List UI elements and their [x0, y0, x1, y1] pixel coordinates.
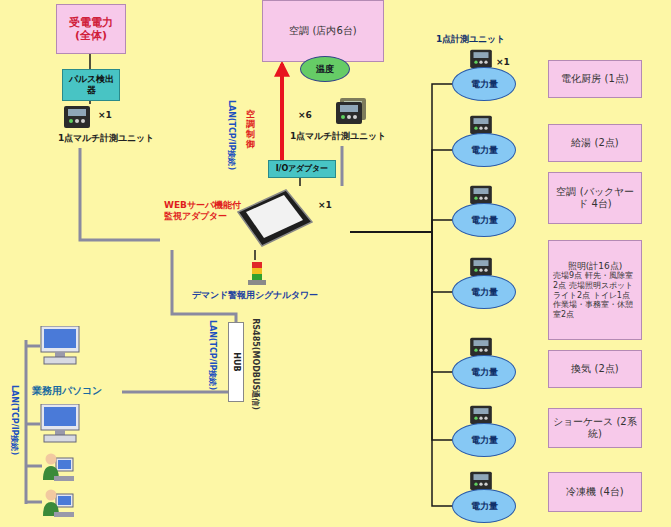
- node-text: 空調 (店内6台): [289, 25, 356, 37]
- node-text: 冷凍機 (4台): [566, 486, 623, 498]
- vertical-label: 空調制御: [246, 110, 255, 150]
- load-box: 空調 (バックヤード 4台): [548, 172, 642, 224]
- power-meter-circle: 電力量: [452, 203, 516, 237]
- connector-line: [350, 232, 452, 506]
- node-text: 電力量: [471, 215, 498, 226]
- connector-line: [350, 232, 452, 292]
- connector-line: [350, 84, 452, 232]
- load-box: 冷凍機 (4台): [548, 472, 642, 512]
- rotated-label: LAN(TCP/IP接続): [207, 320, 217, 390]
- meter-unit: ×6 1点マルチ計測ユニット: [290, 100, 425, 146]
- node-text: 電力量: [471, 367, 498, 378]
- node-text: ×1: [98, 110, 112, 121]
- rotated-label: RS485(MODBUS通信): [250, 318, 260, 410]
- connector-line: [341, 146, 344, 186]
- node-text: ×6: [298, 110, 312, 121]
- load-box: 照明(計16点)売場9点 軒先・風除室2点 売場照明スポットライト2点 トイレ1…: [548, 240, 642, 340]
- node-text: 電力量: [471, 287, 498, 298]
- node-text: 電力量: [471, 435, 498, 446]
- connector-line: [350, 232, 452, 440]
- connector-line: [299, 178, 301, 186]
- meter-unit: ×1 1点マルチ計測ユニット: [58, 104, 216, 148]
- node-text: ショーケース (2系統): [553, 416, 637, 440]
- temperature-ellipse: 温度: [300, 56, 350, 82]
- node-text: パルス検出器: [67, 74, 115, 96]
- pc-group: 業務用パソコン: [30, 384, 122, 400]
- node-text: 空調 (バックヤード 4台): [553, 186, 637, 210]
- power-meter-circle: 電力量: [452, 355, 516, 389]
- power-meter-circle: 電力量: [452, 67, 516, 101]
- signal-tower: デマンド警報用シグナルタワー: [190, 260, 320, 304]
- connector-line: [350, 150, 452, 232]
- node-text: 業務用パソコン: [32, 385, 102, 397]
- node-text: 温度: [316, 64, 334, 75]
- aircon-box: 空調 (店内6台): [262, 0, 384, 62]
- node-text: WEBサーバ機能付 監視アダプター: [164, 200, 244, 222]
- node-text: 電力量: [471, 145, 498, 156]
- text-label: 1点計測ユニット: [436, 34, 505, 45]
- power-box: 受電電力 (全体): [56, 4, 126, 54]
- connector-line: [89, 54, 91, 69]
- node-text: 照明(計16点): [568, 261, 622, 272]
- connector-line: [254, 250, 256, 260]
- hub-box: HUB: [228, 322, 244, 402]
- pulse-detector-box: パルス検出器: [62, 69, 120, 101]
- node-text: 電力量: [471, 501, 498, 512]
- power-meter-circle: 電力量: [452, 423, 516, 457]
- connector-line: [350, 220, 452, 232]
- connector-line: [172, 250, 236, 322]
- node-text: ×1: [318, 200, 332, 211]
- connector-line: [350, 232, 452, 372]
- node-text: 売場9点 軒先・風除室2点 売場照明スポットライト2点 トイレ1点 作業場・事務…: [553, 271, 637, 319]
- connector-line: [80, 148, 160, 240]
- load-box: 給湯 (2点): [548, 124, 642, 162]
- control-arrow: [280, 64, 284, 160]
- power-meter-circle: 電力量: [452, 275, 516, 309]
- node-text: HUB: [231, 352, 241, 371]
- io-adapter-box: I/Oアダプター: [268, 160, 336, 178]
- connector-line: [89, 101, 91, 104]
- load-box: 換気 (2点): [548, 350, 642, 388]
- node-text: 換気 (2点): [571, 363, 618, 375]
- load-box: 電化厨房 (1点): [548, 60, 642, 98]
- node-text: 給湯 (2点): [571, 137, 618, 149]
- web-adapter: WEBサーバ機能付 監視アダプター ×1: [160, 186, 350, 250]
- node-text: 電力量: [471, 79, 498, 90]
- rotated-label: LAN(TCP/IP接続): [226, 100, 236, 170]
- node-text: I/Oアダプター: [276, 164, 329, 174]
- node-text: 受電電力 (全体): [61, 16, 121, 42]
- power-meter-circle: 電力量: [452, 489, 516, 523]
- connector-line: [122, 391, 228, 394]
- node-text: 電化厨房 (1点): [561, 73, 628, 85]
- node-text: デマンド警報用シグナルタワー: [190, 290, 320, 300]
- rotated-label: LAN(TCP/IP接続): [9, 385, 19, 455]
- node-text: 1点マルチ計測ユニット: [58, 133, 154, 144]
- load-box: ショーケース (2系統): [548, 408, 642, 448]
- text-label: ×1: [496, 57, 510, 68]
- node-text: 1点マルチ計測ユニット: [290, 131, 386, 142]
- power-meter-circle: 電力量: [452, 133, 516, 167]
